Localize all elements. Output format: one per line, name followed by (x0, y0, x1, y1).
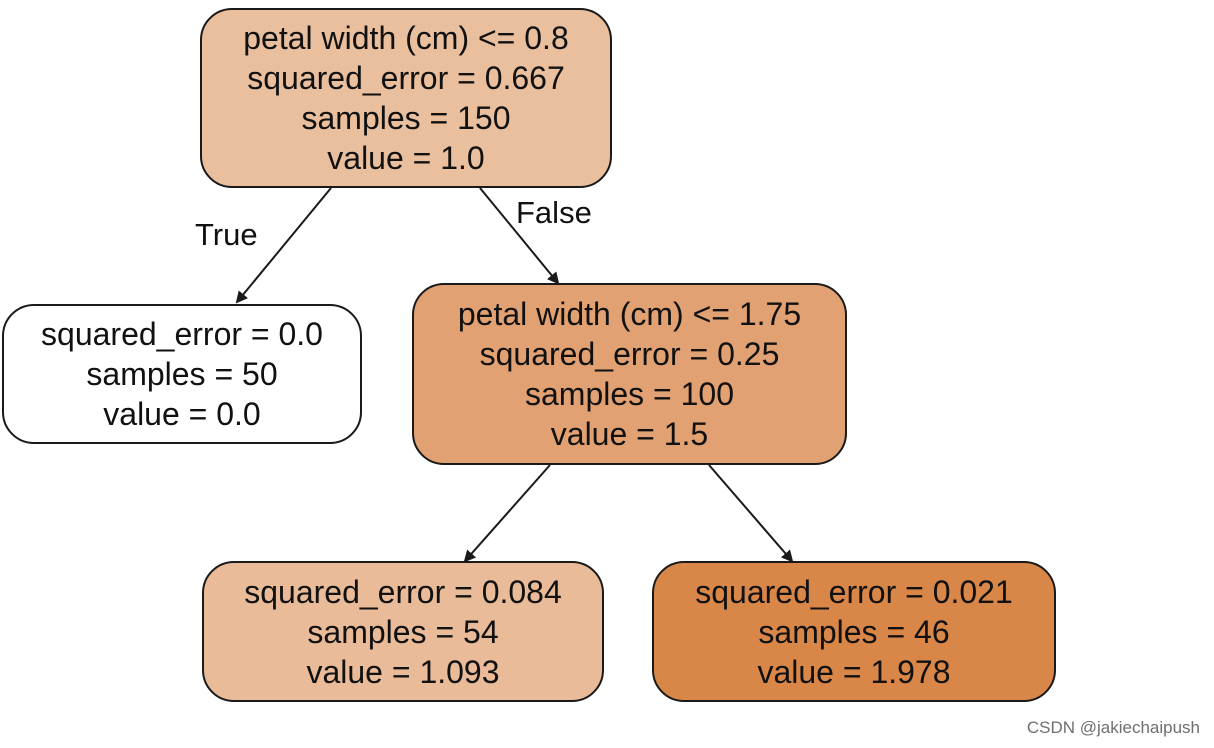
node-line: samples = 150 (301, 100, 511, 136)
edge-label-true: True (195, 217, 258, 252)
tree-node-split-2: petal width (cm) <= 1.75 squared_error = … (412, 283, 847, 465)
node-line: squared_error = 0.0 (41, 316, 323, 352)
tree-node-left-leaf: squared_error = 0.0 samples = 50 value = 0… (2, 304, 362, 444)
node-line: squared_error = 0.084 (244, 573, 562, 610)
node-line: value = 1.093 (306, 653, 500, 690)
node-line: samples = 46 (758, 613, 950, 650)
edge-split-2-to-leaf-3 (463, 464, 551, 563)
node-line: value = 1.978 (757, 653, 951, 690)
edge-root-to-split-2 (479, 187, 560, 285)
watermark: CSDN @jakiechaipush (1026, 718, 1200, 737)
node-line: squared_error = 0.021 (695, 573, 1013, 610)
node-line: squared_error = 0.667 (247, 60, 565, 96)
node-line: petal width (cm) <= 1.75 (457, 296, 802, 332)
node-line: value = 1.0 (327, 140, 485, 176)
edge-split-2-to-leaf-4 (708, 464, 794, 563)
node-line: samples = 54 (307, 613, 499, 650)
edge-label-false: False (516, 195, 592, 230)
node-line: squared_error = 0.25 (479, 336, 780, 372)
tree-node-root: petal width (cm) <= 0.8 squared_error = 0… (200, 8, 612, 188)
edge-root-to-left-leaf (235, 187, 332, 304)
node-line: samples = 50 (86, 356, 278, 392)
node-line: petal width (cm) <= 0.8 (243, 20, 569, 56)
node-line: samples = 100 (524, 376, 734, 412)
node-line: value = 1.5 (550, 416, 709, 452)
node-line: value = 0.0 (103, 396, 261, 432)
